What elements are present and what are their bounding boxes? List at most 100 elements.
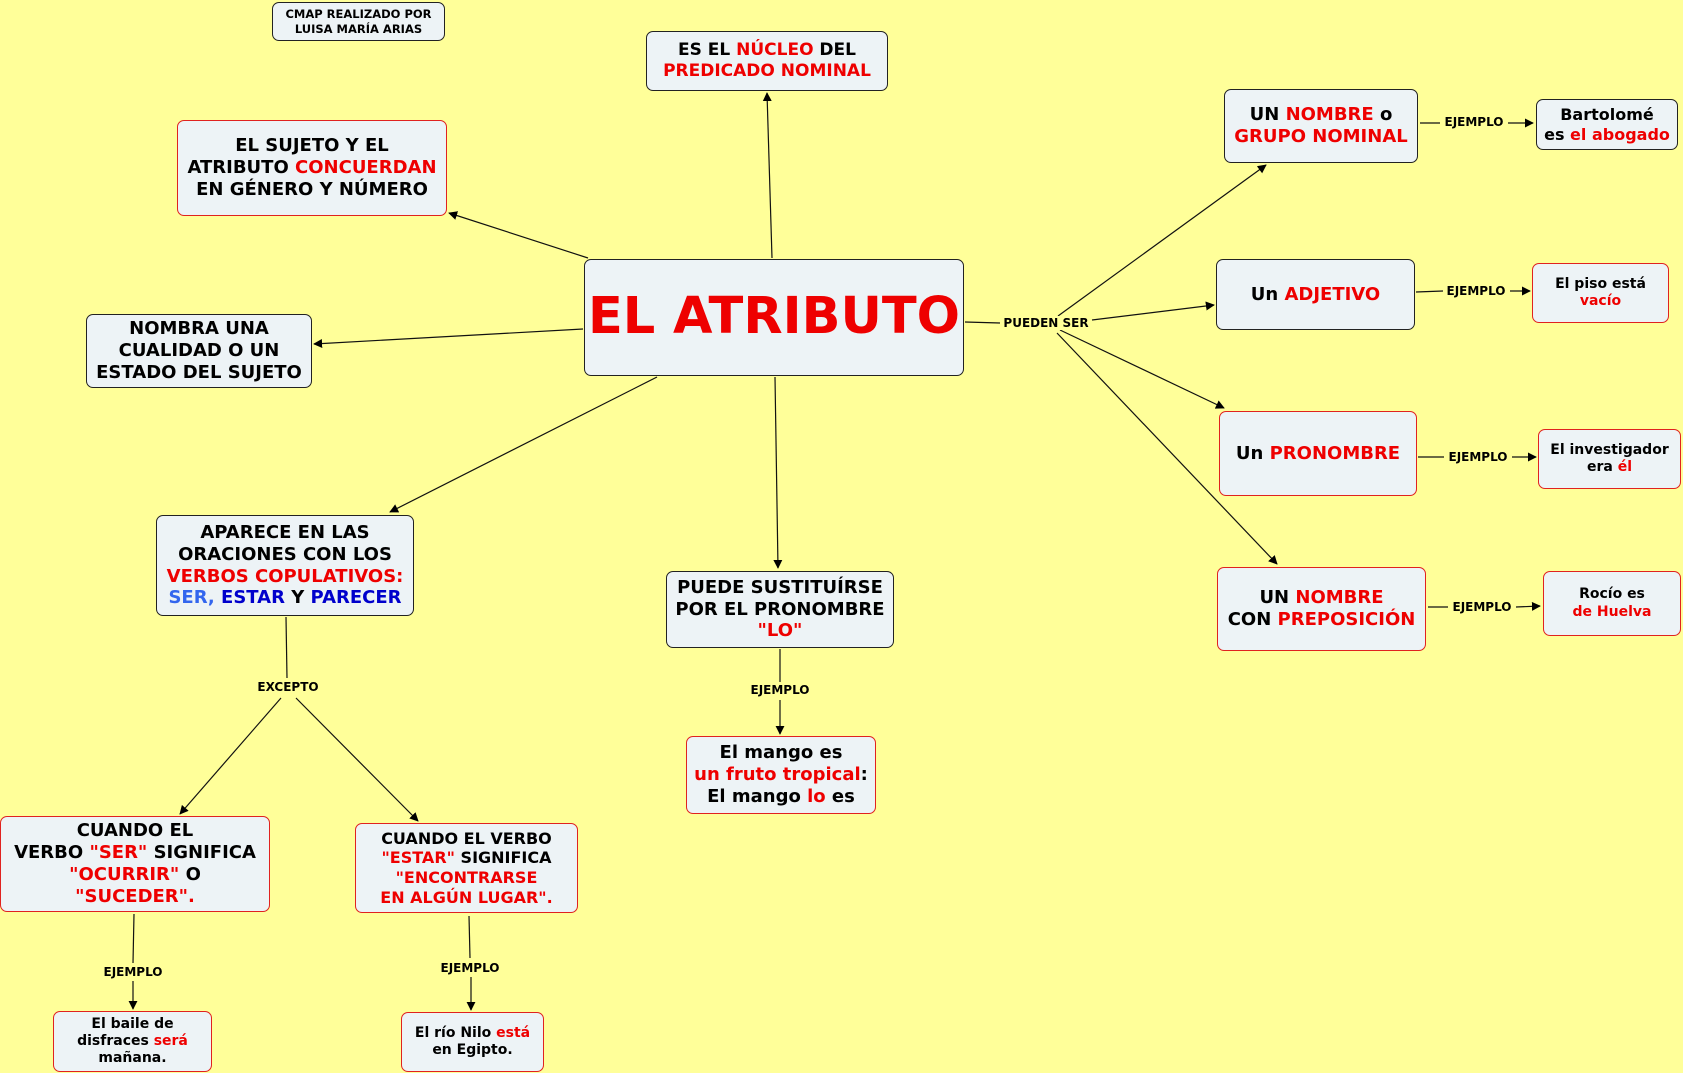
grupo-nominal-keyword: GRUPO NOMINAL	[1234, 126, 1408, 147]
adjetivo-keyword: ADJETIVO	[1284, 283, 1381, 305]
link-label-ejemplo-estar: EJEMPLO	[438, 961, 502, 975]
bartolome-line-1: Bartolomé	[1560, 104, 1654, 124]
cualidad-line-2: CUALIDAD O UN	[118, 340, 280, 362]
ser-line-2c: SIGNIFICA	[147, 842, 256, 864]
mango-keyword: un fruto tropical	[694, 764, 861, 786]
baile-line-1: El baile de	[91, 1015, 174, 1032]
con-text: CON	[1227, 609, 1278, 630]
link-label-ejemplo-pronombre: EJEMPLO	[1446, 450, 1510, 464]
investigador-era: era	[1586, 459, 1618, 475]
link-label-ejemplo-nombre: EJEMPLO	[1442, 115, 1506, 129]
piso-line-1: El piso está	[1555, 275, 1646, 292]
estar-line-2b: SIGNIFICA	[454, 848, 552, 868]
ser-line-1: CUANDO EL	[76, 820, 194, 842]
credit-line-1: CMAP REALIZADO POR	[285, 7, 432, 22]
link-label-pueden-ser: PUEDEN SER	[1001, 316, 1091, 330]
link-label-ejemplo-ser: EJEMPLO	[101, 965, 165, 979]
adjetivo-node[interactable]: Un ADJETIVO	[1216, 259, 1415, 330]
concuerdan-line-1: EL SUJETO Y EL	[235, 135, 389, 157]
ser-ocurrir: "OCURRIR"	[69, 864, 180, 885]
verb-estar: ESTAR	[221, 587, 285, 609]
ser-keyword: "SER"	[89, 842, 148, 864]
nucleo-keyword: NÚCLEO	[736, 40, 814, 61]
mango-line-1: El mango es	[719, 742, 843, 764]
baile-keyword: será	[153, 1032, 188, 1049]
estar-exception-node[interactable]: CUANDO EL VERBO"ESTAR" SIGNIFICA"ENCONTR…	[355, 823, 578, 913]
link-label-ejemplo-preposicion: EJEMPLO	[1450, 600, 1514, 614]
bartolome-keyword: el abogado	[1570, 124, 1670, 144]
baile-line-2a: disfraces	[77, 1032, 154, 1049]
pronombre-node[interactable]: Un PRONOMBRE	[1219, 411, 1417, 496]
rocio-keyword: de Huelva	[1572, 603, 1652, 620]
cualidad-line-3: ESTADO DEL SUJETO	[96, 361, 302, 383]
rocio-line-1: Rocío es	[1579, 586, 1645, 603]
mango-line-3a: El mango	[707, 785, 808, 807]
sustituirse-line-2: POR EL PRONOMBRE	[675, 598, 885, 620]
estar-line-3: "ENCONTRARSE	[395, 868, 538, 887]
link-label-ejemplo-lo: EJEMPLO	[748, 683, 812, 697]
nilo-keyword: está	[496, 1024, 531, 1041]
adjetivo-pre: Un	[1250, 283, 1285, 305]
mango-line-3c: es	[825, 785, 855, 807]
estar-line-4: EN ALGÚN LUGAR".	[380, 887, 553, 907]
ser-suceder: "SUCEDER".	[75, 885, 195, 907]
nucleo-text-c: DEL	[813, 40, 856, 61]
copulativos-line-1: APARECE EN LAS	[200, 521, 370, 543]
nombre-prep-keyword: NOMBRE	[1295, 587, 1384, 609]
nilo-line-1a: El río Nilo	[414, 1024, 497, 1041]
copulativos-and: Y	[284, 587, 311, 609]
copulativos-line-2: ORACIONES CON LOS	[178, 543, 392, 565]
link-label-excepto: EXCEPTO	[255, 680, 321, 694]
pronombre-pre: Un	[1235, 442, 1270, 464]
nucleo-text-a: ES EL	[677, 40, 737, 61]
baile-line-3: mañana.	[98, 1050, 167, 1067]
bartolome-es: es	[1544, 124, 1571, 144]
mango-colon: :	[860, 764, 868, 786]
mango-lo: lo	[807, 785, 826, 807]
sustituirse-line-1: PUEDE SUSTITUÍRSE	[677, 576, 883, 598]
verb-parecer: PARECER	[310, 587, 402, 609]
copulativos-keyword: VERBOS COPULATIVOS:	[166, 565, 404, 587]
estar-line-1: CUANDO EL VERBO	[381, 828, 552, 848]
nombre-post: o	[1373, 104, 1393, 126]
central-concept-node[interactable]: EL ATRIBUTO	[584, 259, 964, 376]
piso-keyword: vacío	[1579, 293, 1622, 309]
nombre-pre: UN	[1249, 104, 1286, 126]
ser-o: O	[179, 864, 201, 885]
central-title: EL ATRIBUTO	[587, 287, 961, 347]
concuerdan-line-2a: ATRIBUTO	[187, 157, 296, 179]
nilo-line-2: en Egipto.	[432, 1042, 513, 1058]
pronombre-keyword: PRONOMBRE	[1269, 442, 1401, 464]
nombre-prep-pre: UN	[1259, 587, 1296, 609]
nucleo-keyword-2: PREDICADO NOMINAL	[663, 61, 871, 81]
verb-ser: SER,	[168, 587, 215, 609]
nombre-keyword: NOMBRE	[1285, 104, 1374, 126]
preposicion-keyword: PREPOSICIÓN	[1277, 609, 1416, 630]
cualidad-line-1: NOMBRA UNA	[129, 318, 269, 340]
link-label-ejemplo-adjetivo: EJEMPLO	[1444, 284, 1508, 298]
estar-keyword: "ESTAR"	[381, 848, 455, 868]
nombre-preposicion-node[interactable]: UN NOMBRE CON PREPOSICIÓN	[1217, 567, 1426, 651]
credit-line-2: LUISA MARÍA ARIAS	[294, 21, 423, 36]
investigador-line-1: El investigador	[1550, 441, 1669, 458]
ser-line-2a: VERBO	[14, 842, 90, 864]
investigador-keyword: él	[1617, 459, 1633, 475]
concuerdan-keyword: CONCUERDAN	[295, 157, 437, 179]
sustituirse-keyword: "LO"	[757, 620, 803, 642]
